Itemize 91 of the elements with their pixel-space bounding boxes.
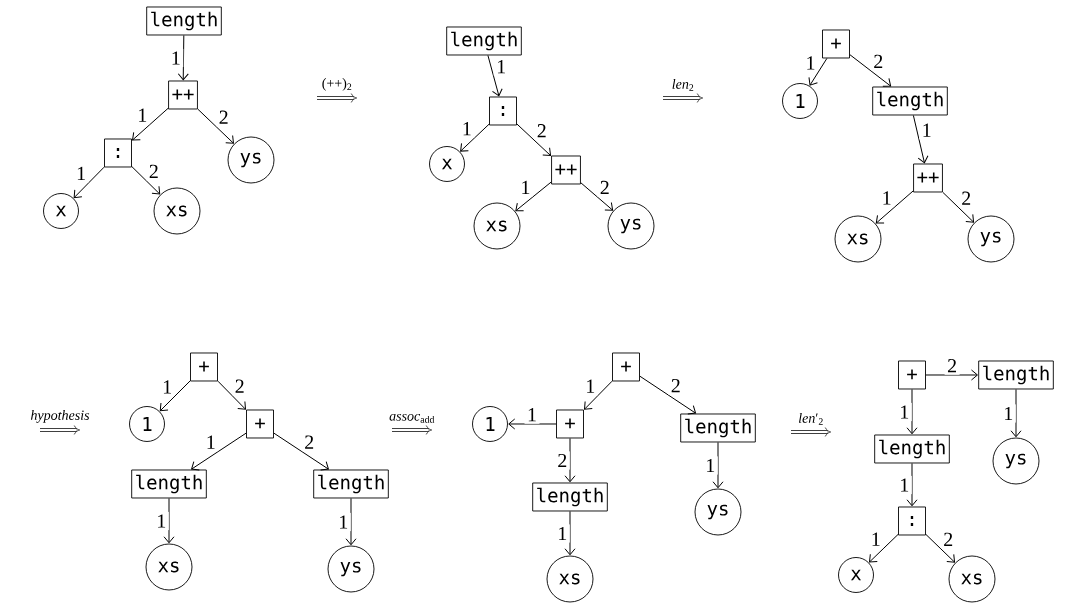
term-box: ++ [913, 163, 943, 193]
arrow [580, 182, 614, 211]
edge-label: 1 [1000, 404, 1016, 423]
edge-label: 1 [517, 178, 533, 197]
arrow [273, 432, 329, 471]
edge-label: 2 [668, 376, 684, 395]
term-box: + [612, 352, 640, 382]
arrow [217, 380, 246, 410]
edge-label: 1 [493, 57, 509, 76]
arrow [73, 166, 105, 199]
arrow [912, 114, 929, 164]
arrow [942, 191, 975, 223]
arrow [487, 54, 503, 97]
term-box: length [874, 434, 950, 464]
edge-label: 1 [702, 456, 718, 475]
arrow [869, 533, 899, 563]
edge-label: 2 [554, 451, 570, 470]
arrow [925, 534, 956, 563]
term-box: length [146, 6, 222, 36]
rewrite-label: len$_{2}$ [672, 78, 694, 91]
term-box: length [313, 469, 389, 499]
arrow [639, 375, 697, 415]
arrow [925, 369, 978, 381]
arrow [849, 54, 892, 87]
rewrite-label: len′$_{2}$ [799, 412, 823, 425]
arrow [564, 510, 576, 556]
edge-label: 1 [554, 524, 570, 543]
edge-label: 2 [870, 52, 886, 71]
arrow [584, 380, 613, 410]
edge-label: 1 [153, 511, 169, 531]
arrow [712, 441, 724, 489]
arrow [197, 108, 234, 144]
edge-label: 1 [868, 530, 884, 549]
term-box: + [190, 352, 218, 382]
edge-label: 2 [232, 377, 248, 396]
rewrite-label: assoc$_{add}$ [389, 413, 435, 423]
edge-label: 2 [597, 178, 613, 197]
arrow [159, 380, 191, 412]
edge-label: 1 [919, 121, 935, 140]
edge-label: 2 [944, 356, 960, 375]
term-box: length [978, 360, 1054, 390]
arrow [163, 497, 175, 544]
arrow [508, 418, 557, 430]
edge-label: 1 [896, 402, 912, 422]
arrow [460, 123, 490, 152]
term-box: length [532, 482, 608, 512]
edge-label: 1 [73, 164, 89, 183]
edge-label: 1 [168, 48, 184, 68]
edge-label: 2 [301, 432, 317, 452]
edge-label: 2 [146, 162, 162, 181]
term-box: + [556, 409, 584, 439]
edge-label: 2 [534, 121, 550, 140]
arrow [131, 166, 161, 195]
term-box: length [872, 86, 948, 116]
rewrite-label: (++)$_{2}$ [322, 78, 352, 91]
arrow [132, 107, 169, 141]
edge-label: 1 [524, 405, 540, 424]
arrow [564, 437, 576, 483]
term-box: : [104, 138, 132, 168]
edge-label: 2 [216, 108, 232, 127]
edge-label: 1 [134, 106, 150, 125]
edge-label: 1 [896, 475, 912, 495]
term-box: length [680, 413, 756, 443]
term-box: ++ [551, 155, 581, 185]
edge-label: 1 [335, 512, 351, 532]
arrow [191, 432, 247, 471]
term-box: + [246, 409, 274, 439]
term-box: ++ [168, 80, 198, 110]
term-box: : [489, 96, 517, 126]
arrow [515, 181, 552, 212]
term-box: + [822, 29, 850, 59]
term-box: : [898, 506, 926, 536]
edge-label: 1 [582, 377, 598, 396]
edge-label: 2 [940, 530, 956, 549]
arrow [808, 57, 828, 86]
arrow [906, 388, 918, 435]
edge-label: 2 [958, 189, 974, 208]
term-box: + [898, 360, 926, 390]
arrow [177, 34, 189, 81]
arrow [516, 123, 552, 156]
edge-label: 1 [879, 188, 895, 208]
rewrite-label: hypothesis [30, 410, 90, 423]
edge-label: 1 [803, 53, 819, 72]
arrow [875, 190, 914, 224]
arrow [906, 462, 918, 507]
edge-label: 1 [459, 119, 475, 138]
edge-label: 1 [203, 432, 219, 452]
arrow [345, 497, 357, 546]
edge-label: 1 [159, 377, 175, 396]
arrow [1010, 388, 1022, 438]
term-box: length [131, 469, 207, 499]
